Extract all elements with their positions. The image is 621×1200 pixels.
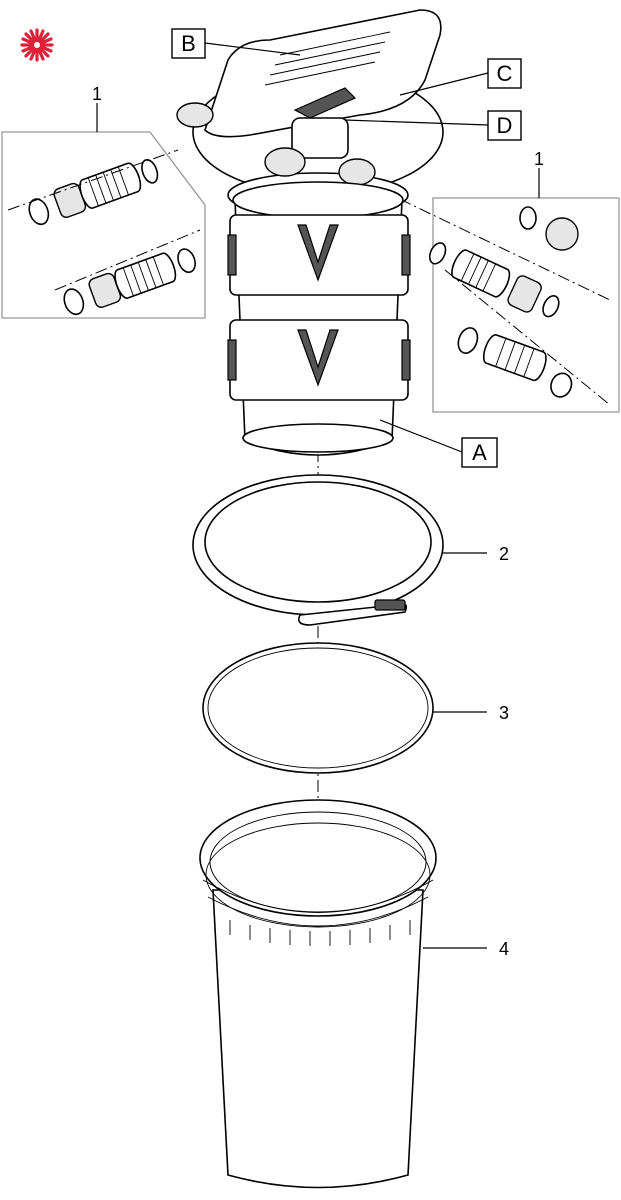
label-1-right: 1 [534, 149, 544, 169]
connector-set-right [359, 179, 620, 413]
label-b: B [171, 28, 206, 59]
ring-clamp [192, 474, 444, 626]
label-a: A [461, 437, 498, 468]
label-c: C [487, 58, 522, 89]
filter-container [199, 799, 437, 1189]
filter-body [227, 181, 411, 456]
seal-ring [202, 642, 434, 774]
label-3: 3 [499, 703, 509, 723]
connector-set-left [1, 131, 206, 319]
svg-text:D: D [497, 113, 513, 138]
label-4: 4 [499, 939, 509, 959]
label-2: 2 [499, 544, 509, 564]
label-1-left: 1 [92, 84, 102, 104]
asterisk-logo-icon [20, 28, 54, 62]
label-d: D [487, 110, 522, 141]
svg-text:A: A [472, 440, 487, 465]
svg-text:C: C [497, 61, 513, 86]
leader-lines [96, 42, 540, 949]
svg-text:B: B [181, 31, 196, 56]
